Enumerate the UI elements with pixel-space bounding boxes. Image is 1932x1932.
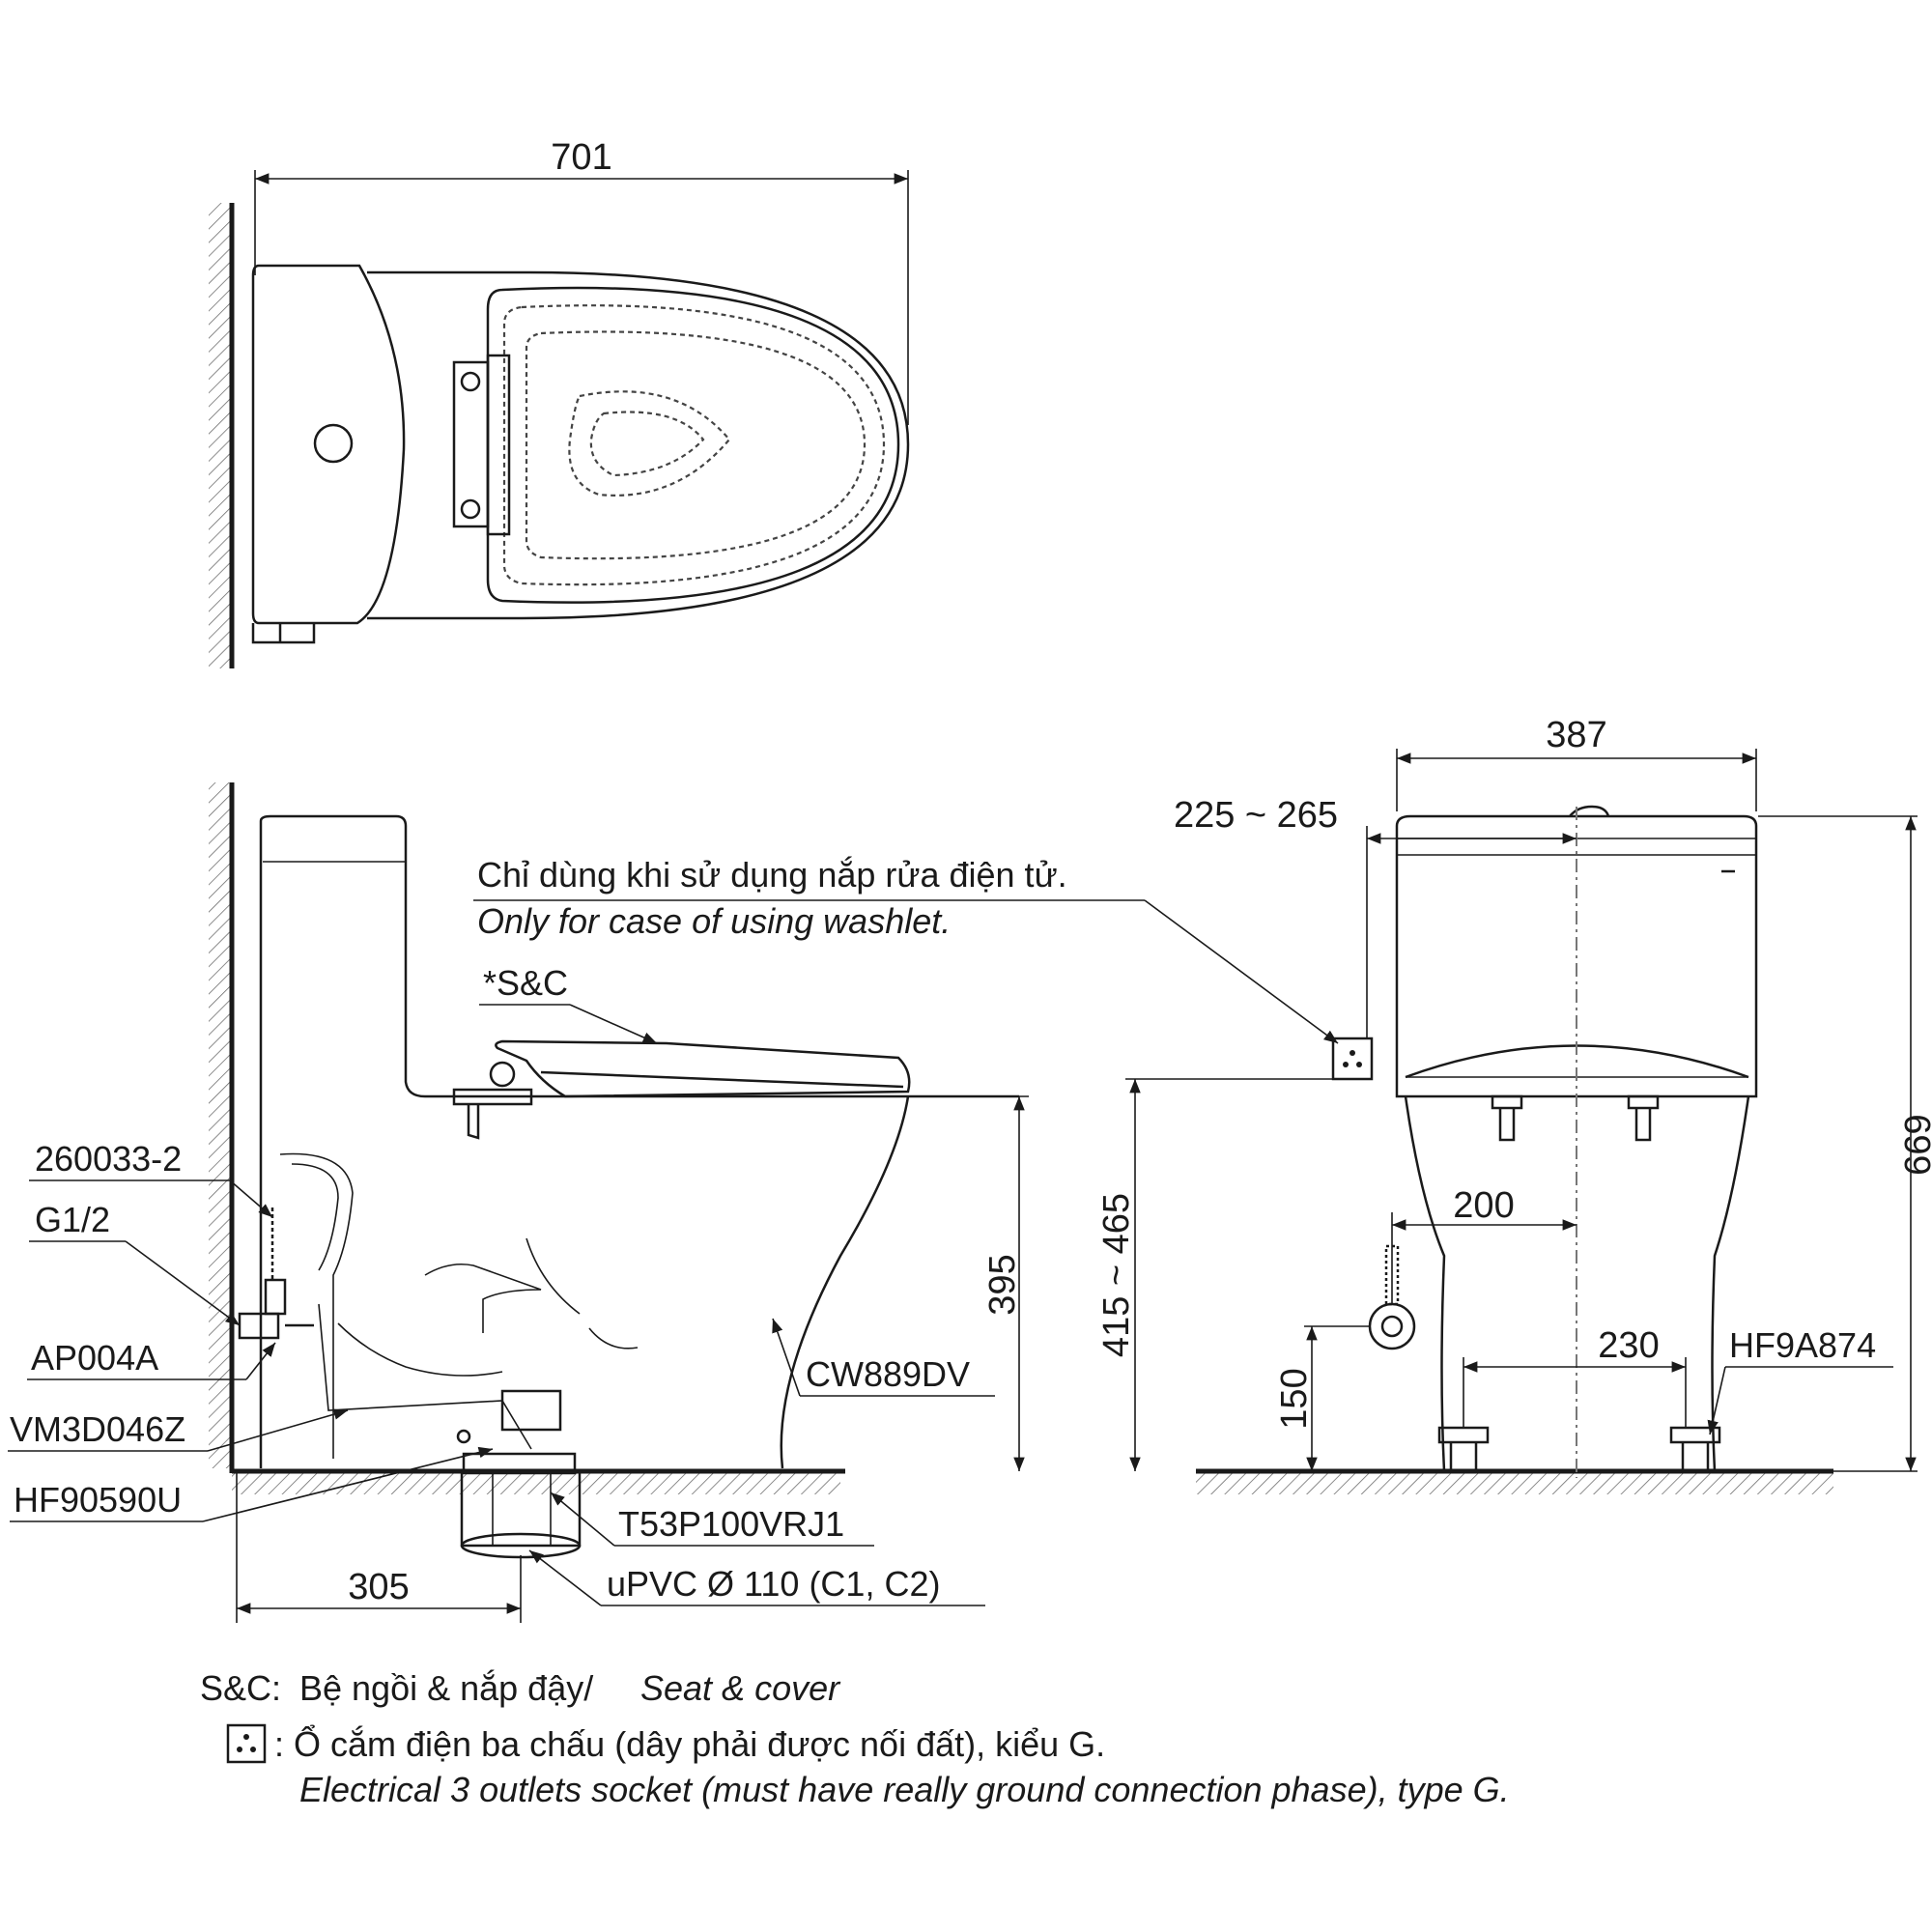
washlet-note-vi: Chỉ dùng khi sử dụng nắp rửa điện tử. bbox=[477, 855, 1067, 895]
side-drain-pipe bbox=[460, 1473, 582, 1548]
flush-button bbox=[313, 423, 354, 464]
side-seat-cover bbox=[495, 1039, 911, 1098]
side-view: 395 305 260033-2 G1/2 AP004A VM3D046Z HF… bbox=[8, 782, 1339, 1623]
label-hf9a874: HF9A874 bbox=[1729, 1325, 1876, 1365]
top-tank bbox=[251, 264, 406, 625]
label-t53p100vrj1: T53P100VRJ1 bbox=[618, 1504, 844, 1544]
label-260033-2: 260033-2 bbox=[35, 1139, 182, 1179]
dim-701: 701 bbox=[551, 137, 611, 178]
legend-sc-en: Seat & cover bbox=[640, 1668, 841, 1708]
front-socket bbox=[1331, 1037, 1374, 1081]
label-sc: *S&C bbox=[483, 963, 568, 1003]
top-wall-hatch bbox=[209, 203, 230, 668]
dim-699: 699 bbox=[1896, 1114, 1932, 1175]
dim-305: 305 bbox=[348, 1567, 409, 1607]
front-floor-hatch bbox=[1196, 1473, 1833, 1494]
top-supply-fitting bbox=[251, 623, 316, 644]
legend-socket-icon bbox=[226, 1723, 267, 1764]
dim-415-465: 415 ~ 465 bbox=[1096, 1193, 1137, 1357]
legend-sc-vi: Bệ ngồi & nắp đậy/ bbox=[299, 1668, 593, 1708]
label-cw889dv: CW889DV bbox=[806, 1354, 970, 1394]
top-seat bbox=[486, 286, 900, 604]
dim-395: 395 bbox=[982, 1254, 1023, 1315]
side-drain-flange bbox=[462, 1452, 577, 1475]
label-ap004a: AP004A bbox=[31, 1338, 158, 1378]
side-angle-valve bbox=[238, 1312, 280, 1340]
washlet-note-en: Only for case of using washlet. bbox=[477, 901, 951, 941]
front-floor-bolts bbox=[1437, 1426, 1721, 1471]
label-hf90590u: HF90590U bbox=[14, 1480, 182, 1520]
top-hinge bbox=[452, 360, 490, 528]
side-bowl bbox=[780, 1095, 910, 1469]
legend-socket-en: Electrical 3 outlets socket (must have r… bbox=[299, 1770, 1510, 1809]
label-upvc: uPVC Ø 110 (C1, C2) bbox=[607, 1564, 940, 1604]
top-view: 701 bbox=[209, 137, 910, 668]
front-bowl-right bbox=[1711, 1095, 1750, 1472]
dim-230: 230 bbox=[1598, 1325, 1659, 1366]
front-view: 387 225 ~ 265 699 415 ~ 465 150 200 230 … bbox=[1096, 715, 1932, 1494]
dim-200: 200 bbox=[1453, 1185, 1514, 1226]
side-wall-hatch bbox=[209, 782, 230, 1468]
dim-150: 150 bbox=[1274, 1368, 1315, 1429]
side-tank bbox=[259, 814, 454, 1098]
legend: S&C: Bệ ngồi & nắp đậy/ Seat & cover : Ổ… bbox=[200, 1668, 1510, 1809]
front-bowl-left bbox=[1404, 1095, 1446, 1472]
side-floor-hatch bbox=[232, 1473, 840, 1494]
top-water-area bbox=[568, 390, 731, 497]
label-vm3d046z: VM3D046Z bbox=[10, 1409, 185, 1449]
legend-sc-key: S&C: bbox=[200, 1668, 281, 1708]
front-tank bbox=[1395, 814, 1758, 1098]
side-hinge bbox=[489, 1061, 516, 1088]
front-seat-bolts bbox=[1491, 1094, 1660, 1142]
legend-socket-vi: : Ổ cắm điện ba chấu (dây phải được nối … bbox=[274, 1722, 1105, 1764]
front-flush-button bbox=[1569, 805, 1610, 817]
top-bowl-outline bbox=[367, 270, 910, 620]
dim-225-265: 225 ~ 265 bbox=[1174, 795, 1338, 836]
dim-387: 387 bbox=[1546, 715, 1606, 755]
label-g12: G1/2 bbox=[35, 1200, 110, 1239]
